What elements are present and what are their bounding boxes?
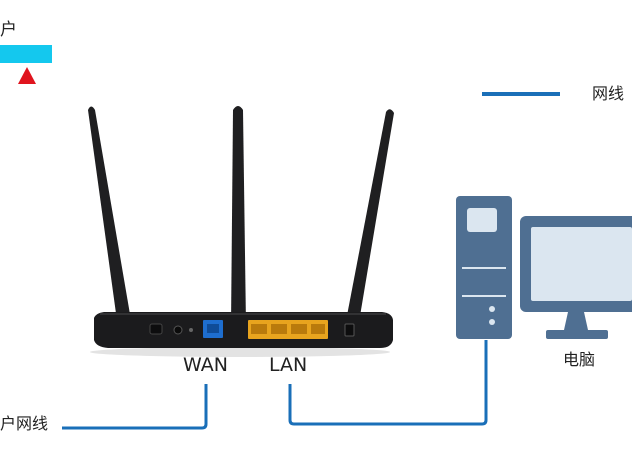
wan-cable (62, 384, 208, 430)
tower-led-1 (489, 306, 495, 312)
power-button (173, 325, 183, 335)
right-antenna (345, 109, 394, 328)
monitor-stand (564, 312, 588, 330)
lan-ports (248, 320, 328, 339)
left-antenna (88, 106, 132, 328)
router-shadow (90, 347, 390, 357)
top-left-label-fragment: 户 (0, 20, 17, 40)
lan-port-3 (291, 324, 307, 334)
legend-cable-label: 网线 (592, 84, 625, 103)
lan-cable (288, 340, 488, 426)
usb-port (344, 323, 355, 337)
wan-port-socket (207, 324, 219, 333)
computer-tower-icon (456, 196, 512, 339)
router-antennas (88, 106, 394, 328)
bottom-left-cable-label: 户网线 (0, 414, 49, 433)
router-icon (88, 106, 394, 357)
lan-port-4 (311, 324, 325, 334)
middle-antenna (231, 106, 246, 326)
lan-port-block (248, 320, 328, 339)
lan-port-1 (251, 324, 267, 334)
monitor-screen (531, 227, 632, 301)
computer-label: 电脑 (563, 350, 596, 369)
cyan-status-bar (0, 45, 52, 63)
tower-led-2 (489, 319, 495, 325)
lan-label: LAN (269, 354, 308, 376)
monitor-icon (520, 216, 632, 339)
lan-port-2 (271, 324, 287, 334)
power-jack (149, 323, 163, 335)
tower-drive-bay (467, 208, 497, 232)
wan-label: WAN (183, 354, 228, 376)
reset-button (189, 328, 193, 332)
warning-triangle-icon (18, 67, 36, 84)
monitor-base (546, 330, 608, 339)
